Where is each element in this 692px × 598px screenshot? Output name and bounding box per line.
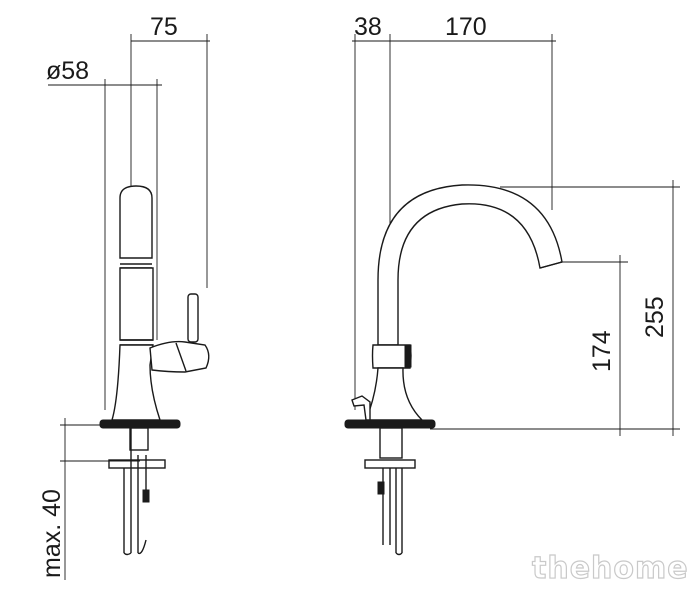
dimension-diameter: ø58 <box>46 57 162 410</box>
side-mounting-nut <box>364 459 416 469</box>
base-plate <box>99 419 181 429</box>
collar-dark <box>404 344 412 368</box>
shank <box>129 427 149 451</box>
dimension-diameter-label: ø58 <box>46 57 89 85</box>
faucet-side-body <box>344 184 563 556</box>
side-base-plate <box>344 419 436 429</box>
side-view: 38 170 <box>344 13 680 556</box>
front-view: 75 ø58 <box>38 13 210 580</box>
mounting-nut <box>108 459 166 469</box>
dimension-max-label: max. 40 <box>38 489 66 578</box>
watermark-logo: thehome <box>532 551 689 586</box>
dimension-75-label: 75 <box>150 13 178 41</box>
column <box>119 267 154 341</box>
spout <box>377 184 563 346</box>
dimension-174: 174 <box>430 255 680 436</box>
side-lower-body <box>364 367 424 421</box>
dimension-170-label: 170 <box>445 13 487 41</box>
lever-stick <box>187 293 199 343</box>
side-hose-clip <box>377 481 385 495</box>
dimension-170: 170 <box>388 13 556 228</box>
hose-clip <box>142 489 150 503</box>
dimension-75: 75 <box>130 13 210 288</box>
dimension-38-label: 38 <box>354 13 382 41</box>
dimension-max-40: max. 40 <box>38 418 140 580</box>
faucet-front-body <box>99 185 210 556</box>
lever-knuckle <box>149 340 210 373</box>
dimension-174-label: 174 <box>588 330 616 372</box>
side-shank <box>379 427 403 459</box>
dimension-255: 255 <box>500 180 680 436</box>
dimension-38: 38 <box>352 13 392 410</box>
handle-cap <box>119 185 153 259</box>
dimension-255-label: 255 <box>641 296 669 338</box>
